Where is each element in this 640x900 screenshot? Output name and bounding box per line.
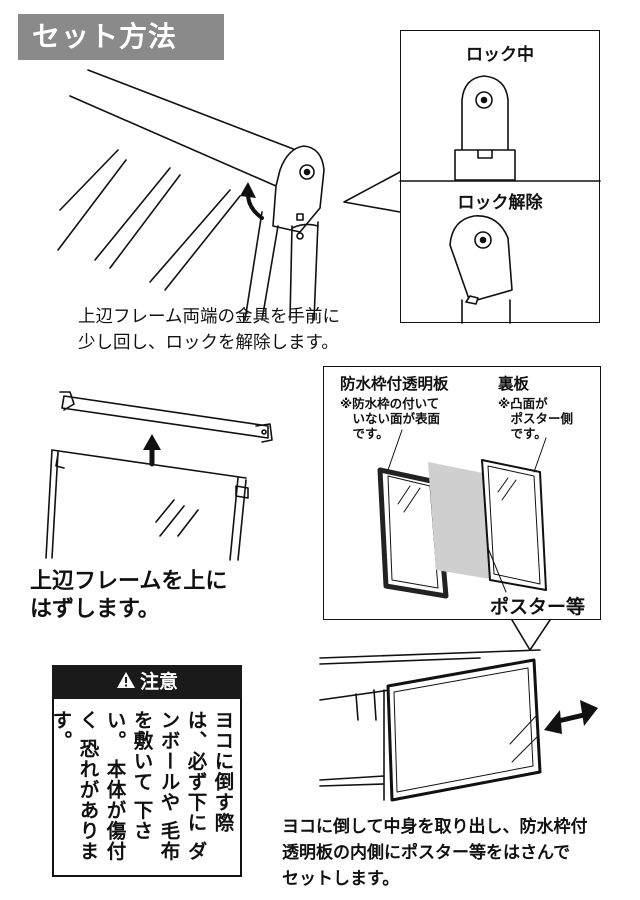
sideways-stand-illustration xyxy=(319,649,542,802)
lock-locked-label: ロック中 xyxy=(466,45,534,65)
back-board-title: 裏板 xyxy=(498,375,530,393)
step3-instruction: ヨコに倒して中身を取り出し、防水枠付 透明板の内側にポスター等をはさんで セット… xyxy=(282,817,588,889)
step2-instruction: 上辺フレームを上に はずします。 xyxy=(30,569,228,622)
lock-locked-illustration xyxy=(454,75,516,181)
lock-unlocked-label: ロック解除 xyxy=(457,193,543,213)
poster-label: ポスター等 xyxy=(490,596,586,618)
caution-text: ヨコに倒す際は、必ず下に ダンボールや 毛布を敷いて 下さい。 本体が傷付く 恐… xyxy=(49,710,234,862)
frame-lift-illustration xyxy=(45,391,273,561)
section-title: セット方法 xyxy=(18,14,224,60)
clear-board-note: ※防水枠の付いて いない面が表面 です。 xyxy=(340,396,441,441)
clear-board-title: 防水枠付透明板 xyxy=(340,375,449,393)
lock-detail-box xyxy=(400,30,600,323)
warning-triangle-icon xyxy=(116,666,136,700)
back-board-note: ※凸面が ポスター側 です。 xyxy=(498,396,574,441)
lock-unlocked-illustration xyxy=(449,215,513,324)
top-frame-hinge-illustration xyxy=(57,69,325,321)
caution-heading-label: 注意 xyxy=(139,671,178,693)
panel-detail-box xyxy=(323,366,601,620)
exploded-panels-illustration xyxy=(377,429,547,599)
step1-instruction: 上辺フレーム両端の金具を手前に 少し回し、ロックを解除します。 xyxy=(78,307,340,353)
caution-heading: 注意 xyxy=(52,665,242,699)
